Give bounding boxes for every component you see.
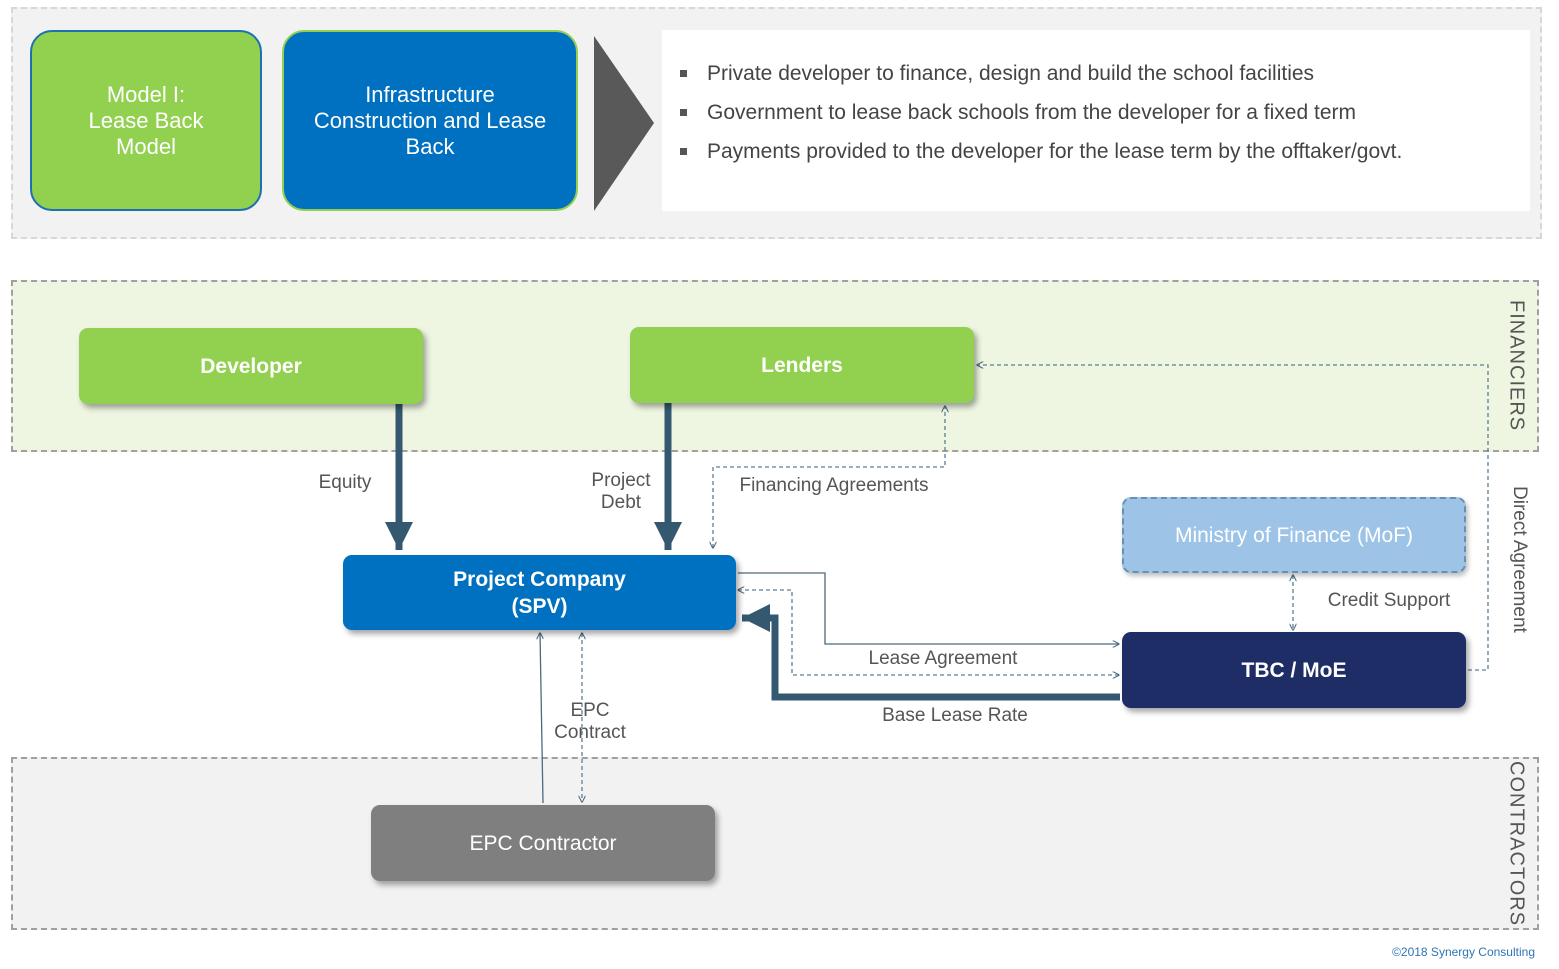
ministry-of-finance-box: Ministry of Finance (MoF) bbox=[1122, 497, 1466, 573]
equity-label: Equity bbox=[318, 472, 372, 493]
list-item: Private developer to finance, design and… bbox=[680, 62, 1530, 101]
bullet-square-icon bbox=[680, 109, 687, 116]
financing-agreements-label: Financing Agreements bbox=[739, 475, 929, 496]
model-subtitle-box: Infrastructure Construction and Lease Ba… bbox=[282, 30, 578, 211]
project-debt-label: Project Debt bbox=[591, 470, 651, 513]
bullet-text: Payments provided to the developer for t… bbox=[707, 140, 1403, 163]
bullet-text: Government to lease back schools from th… bbox=[707, 101, 1356, 124]
bullet-square-icon bbox=[680, 70, 687, 77]
contractors-zone-label: CONTRACTORS bbox=[1505, 760, 1528, 927]
lenders-box: Lenders bbox=[630, 327, 974, 403]
epc-contract-label: EPC Contract bbox=[554, 700, 626, 743]
lease-agreement-dashed-arrow bbox=[738, 590, 1119, 675]
base-lease-rate-arrow bbox=[742, 604, 1120, 701]
lease-agreement-arrow bbox=[738, 572, 1119, 644]
bullet-text: Private developer to finance, design and… bbox=[707, 62, 1315, 85]
lease-agreement-label: Lease Agreement bbox=[868, 648, 1018, 669]
model-description-panel: Private developer to finance, design and… bbox=[662, 30, 1530, 211]
chevron-right-icon bbox=[594, 36, 654, 211]
epc-contractor-box: EPC Contractor bbox=[371, 805, 715, 881]
bullet-square-icon bbox=[680, 148, 687, 155]
financing-agreements-arrow bbox=[713, 406, 945, 548]
list-item: Payments provided to the developer for t… bbox=[680, 140, 1530, 179]
base-lease-rate-label: Base Lease Rate bbox=[882, 705, 1028, 726]
model-title-box: Model I: Lease Back Model bbox=[30, 30, 262, 211]
direct-agreement-arrow bbox=[977, 365, 1489, 671]
list-item: Government to lease back schools from th… bbox=[680, 101, 1530, 140]
direct-agreement-label: Direct Agreement bbox=[1509, 485, 1530, 633]
project-company-box: Project Company (SPV) bbox=[343, 555, 736, 630]
developer-box: Developer bbox=[79, 328, 423, 404]
model-description-list: Private developer to finance, design and… bbox=[662, 30, 1530, 179]
tbc-moe-box: TBC / MoE bbox=[1122, 632, 1466, 708]
copyright-footer: ©2018 Synergy Consulting bbox=[1392, 945, 1535, 959]
credit-support-label: Credit Support bbox=[1327, 590, 1451, 611]
epc-to-spv-arrow bbox=[540, 633, 544, 804]
financiers-zone-label: FINANCIERS bbox=[1505, 300, 1528, 432]
contractors-zone bbox=[11, 757, 1539, 930]
